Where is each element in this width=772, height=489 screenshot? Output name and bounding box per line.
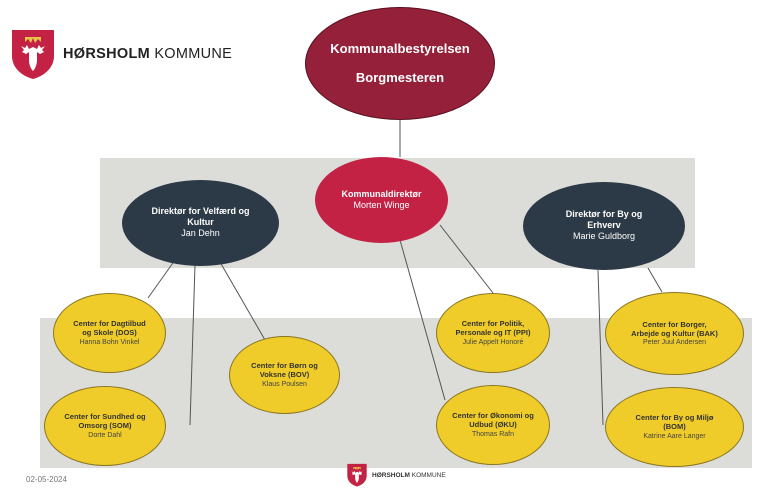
connector-dir1-bov	[219, 261, 266, 341]
director-city-business-name: Marie Guldborg	[572, 231, 636, 242]
director-welfare-culture-title: Direktør for Velfærd og Kultur	[151, 205, 250, 228]
footer-logo: HØRSHOLM KOMMUNE	[346, 463, 446, 487]
connector-dir1-dos	[147, 259, 176, 299]
center-dos-name: Hanna Bohn Vinkel	[79, 338, 140, 346]
center-oku-node: Center for Økonomi og Udbud (ØKU) Thomas…	[436, 385, 550, 465]
connector-director-oku	[399, 239, 446, 401]
mayor-label: Borgmesteren	[355, 69, 445, 85]
center-bov-node: Center for Børn og Voksne (BOV) Klaus Po…	[229, 336, 340, 414]
connector-dir2-bom	[597, 269, 604, 426]
director-city-business-title: Direktør for By og Erhverv	[565, 208, 643, 231]
logo-name-bold: HØRSHOLM	[63, 46, 150, 62]
deer-crown-shield-icon	[12, 30, 54, 79]
director-welfare-culture-name: Jan Dehn	[181, 228, 220, 239]
municipal-director-title: Kommunaldirektør	[341, 188, 422, 199]
center-bom-name: Katrine Aare Langer	[643, 432, 706, 440]
connector-dir2-bak	[647, 267, 663, 293]
center-bak-node: Center for Borger, Arbejde og Kultur (BA…	[605, 292, 744, 375]
municipal-director-node: Kommunaldirektør Morten Winge	[315, 157, 448, 243]
center-oku-name: Thomas Rafn	[471, 430, 515, 438]
center-bom-node: Center for By og Miljø (BOM) Katrine Aar…	[605, 387, 744, 467]
connector-dir1-som	[189, 264, 196, 426]
center-bak-name: Peter Juul Andersen	[642, 339, 707, 347]
deer-crown-shield-icon	[347, 463, 367, 487]
council-mayor-node: Kommunalbestyrelsen Borgmesteren	[305, 7, 495, 120]
center-ppi-title: Center for Politik, Personale og IT (PPI…	[455, 319, 531, 338]
center-oku-title: Center for Økonomi og Udbud (ØKU)	[452, 411, 534, 430]
footer-logo-rest: KOMMUNE	[411, 471, 446, 479]
footer-logo-bold: HØRSHOLM	[372, 471, 410, 479]
center-ppi-name: Julie Appelt Honoré	[462, 338, 524, 346]
footer-wordmark: HØRSHOLM KOMMUNE	[372, 472, 446, 479]
logo-wordmark: HØRSHOLM KOMMUNE	[63, 46, 232, 62]
center-bom-title: Center for By og Miljø (BOM)	[635, 413, 714, 432]
center-ppi-node: Center for Politik, Personale og IT (PPI…	[436, 293, 550, 373]
logo-name-rest: KOMMUNE	[154, 46, 233, 62]
director-city-business-node: Direktør for By og Erhverv Marie Guldbor…	[523, 182, 685, 270]
director-welfare-culture-node: Direktør for Velfærd og Kultur Jan Dehn	[122, 180, 279, 266]
center-dos-title: Center for Dagtilbud og Skole (DOS)	[73, 319, 146, 338]
center-bov-title: Center for Børn og Voksne (BOV)	[251, 361, 318, 380]
center-som-node: Center for Sundhed og Omsorg (SOM) Dorte…	[44, 386, 166, 466]
horsholm-logo: HØRSHOLM KOMMUNE	[10, 28, 232, 80]
footer-date: 02-05-2024	[26, 475, 67, 484]
center-som-title: Center for Sundhed og Omsorg (SOM)	[64, 412, 146, 431]
center-som-name: Dorte Dahl	[88, 431, 122, 439]
municipal-director-name: Morten Winge	[353, 199, 410, 210]
connector-director-ppi	[439, 224, 494, 294]
council-label: Kommunalbestyrelsen	[330, 41, 470, 57]
center-bov-name: Klaus Poulsen	[262, 380, 307, 388]
center-bak-title: Center for Borger, Arbejde og Kultur (BA…	[631, 319, 718, 338]
center-dos-node: Center for Dagtilbud og Skole (DOS) Hann…	[53, 293, 166, 373]
